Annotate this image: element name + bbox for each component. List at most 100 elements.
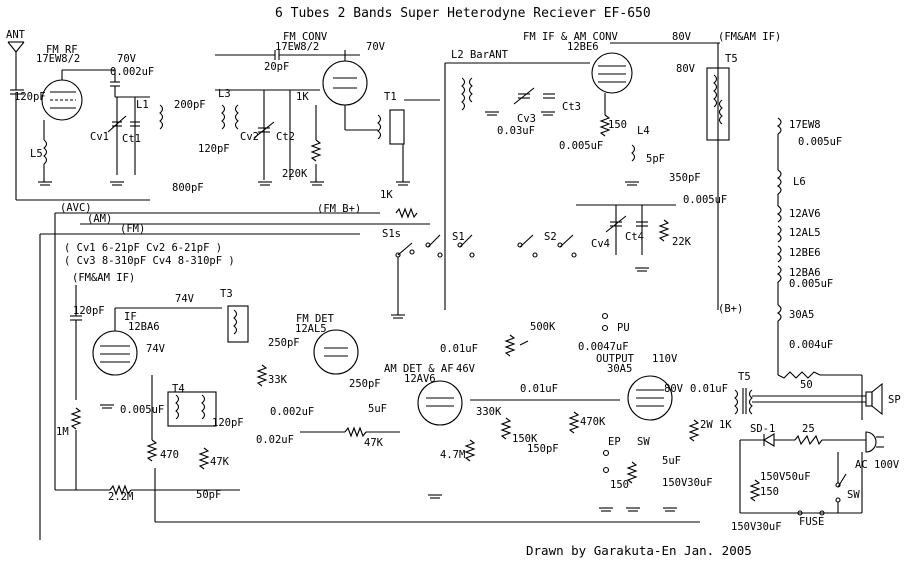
cap-0002uf-label: 0.002uF (110, 66, 154, 78)
r-47k-a-label: 47K (210, 456, 230, 468)
heater-12al5: 12AL5 (789, 227, 821, 239)
fm-if-am-conv-label: FM IF & AM CONV (523, 31, 619, 43)
if-label: IF (124, 311, 137, 323)
ground-symbol (391, 314, 405, 319)
cap-5pf-label: 5pF (646, 153, 665, 165)
v-74-a-label: 74V (175, 293, 195, 305)
speaker-symbol (865, 382, 883, 416)
ground-symbol (396, 181, 410, 186)
r-500k-label: 500K (530, 321, 556, 333)
r-150-ps-label: 150 (760, 486, 779, 498)
switch-s1 (425, 234, 475, 258)
fm-am-if-label: (FM&AM IF) (72, 272, 135, 284)
sd1-label: SD-1 (750, 423, 775, 435)
v-74-b-label: 74V (146, 343, 166, 355)
heater-12be6: 12BE6 (789, 247, 821, 259)
resistor-150k (500, 417, 512, 440)
heater-30a5: 30A5 (789, 309, 814, 321)
ground-symbol (625, 181, 639, 186)
fuse-label: FUSE (799, 516, 824, 528)
cap-120pf-conv-label: 120pF (198, 143, 230, 155)
resistor-150-ps (749, 479, 761, 502)
fm-conv-tube (322, 60, 368, 106)
cap-250pf-a-label: 250pF (268, 337, 300, 349)
antenna-symbol (7, 41, 25, 90)
ground-symbol (541, 111, 555, 116)
cap-20pf-label: 20pF (264, 61, 289, 73)
resistor-22m (55, 484, 240, 496)
cap-200pf-label: 200pF (174, 99, 206, 111)
cap-0002uf-det-label: 0.002uF (270, 406, 314, 418)
cap-0005uf-label: 0.005uF (559, 140, 603, 152)
cap-150v30uf-b-label: 150V30uF (731, 521, 782, 533)
v-70-a-label: 70V (117, 53, 137, 65)
v-80-a-label: 80V (672, 31, 692, 43)
variable-caps-line2: ( Cv3 8-310pF Cv4 8-310pF ) (64, 255, 235, 267)
cap-5uf-out-label: 5uF (662, 455, 681, 467)
volume-potentiometer-500k (504, 334, 529, 357)
r-22m-label: 2.2M (108, 491, 133, 503)
r-47m-label: 4.7M (440, 449, 465, 461)
t3-label: T3 (220, 288, 233, 300)
variable-capacitor-cv2 (253, 121, 275, 139)
resistor-470k (568, 411, 580, 434)
t5-top-label: T5 (725, 53, 738, 65)
cap-001uf-af-label: 0.01uF (440, 343, 478, 355)
fm-if-am-conv-tube-label: 12BE6 (567, 41, 599, 53)
t4-label: T4 (172, 383, 185, 395)
heater-cap-0004uf: 0.004uF (789, 339, 833, 351)
if-tube-label: 12BA6 (128, 321, 160, 333)
resistor-2w-1k (688, 419, 700, 442)
switch-s1s (395, 242, 415, 315)
sw-ac-label: SW (847, 489, 860, 501)
cap-120pf-if-label: 120pF (73, 305, 105, 317)
ground-symbol (485, 111, 499, 116)
r-47k-b-label: 47K (364, 437, 384, 449)
power-switch (835, 452, 847, 513)
cv3-label: Cv3 (517, 113, 536, 125)
cap-0005uf-b-label: 0.005uF (683, 194, 727, 206)
capacitor-0002uf (110, 70, 150, 98)
cap-00047uf-label: 0.0047uF (578, 341, 629, 353)
transformer-t1 (344, 99, 440, 145)
l5-label: L5 (30, 148, 43, 160)
r-22k-label: 22K (672, 236, 692, 248)
inductor-l4 (631, 144, 636, 162)
output-tube-label: 30A5 (607, 363, 632, 375)
am-label: (AM) (87, 213, 112, 225)
resistor-220k (310, 105, 322, 182)
cap-800pf-label: 800pF (172, 182, 204, 194)
cap-150v50uf-label: 150V50uF (760, 471, 811, 483)
r-470-label: 470 (160, 449, 179, 461)
l1-label: L1 (136, 99, 149, 111)
inductor-l3 (221, 104, 239, 130)
ground-symbol (258, 181, 272, 186)
pu-jack (601, 312, 609, 332)
fm-conv-label: FM CONV (283, 31, 328, 43)
ground-symbol (635, 267, 649, 272)
fm-bplus-label: (FM B+) (317, 203, 361, 215)
cv2-label: Cv2 (240, 131, 259, 143)
cap-350pf-label: 350pF (669, 172, 701, 184)
resistor-150 (599, 93, 611, 137)
fm-am-if-top-label: (FM&AM IF) (718, 31, 781, 43)
r-470k-label: 470K (580, 416, 606, 428)
sw-label: SW (637, 436, 650, 448)
ground-symbol (663, 507, 677, 512)
avc-label: (AVC) (60, 202, 92, 214)
resistor-1k-bplus (395, 207, 418, 219)
output-tube (627, 375, 673, 421)
t5-out-label: T5 (738, 371, 751, 383)
ct3-label: Ct3 (562, 101, 581, 113)
capacitor-120pf-ant (10, 89, 24, 120)
r-1m-label: 1M (56, 426, 69, 438)
pu-label: PU (617, 322, 630, 334)
fm-if-am-conv-tube (591, 52, 633, 94)
drawn-by-credit: Drawn by Garakuta-En Jan. 2005 (526, 543, 752, 558)
ant-label: ANT (6, 29, 26, 41)
capacitor-120pf-if (70, 285, 82, 400)
r-2w1k-label: 2W 1K (700, 419, 732, 431)
r-220k-label: 220K (282, 168, 308, 180)
r-1k-b-label: 1K (380, 189, 393, 201)
